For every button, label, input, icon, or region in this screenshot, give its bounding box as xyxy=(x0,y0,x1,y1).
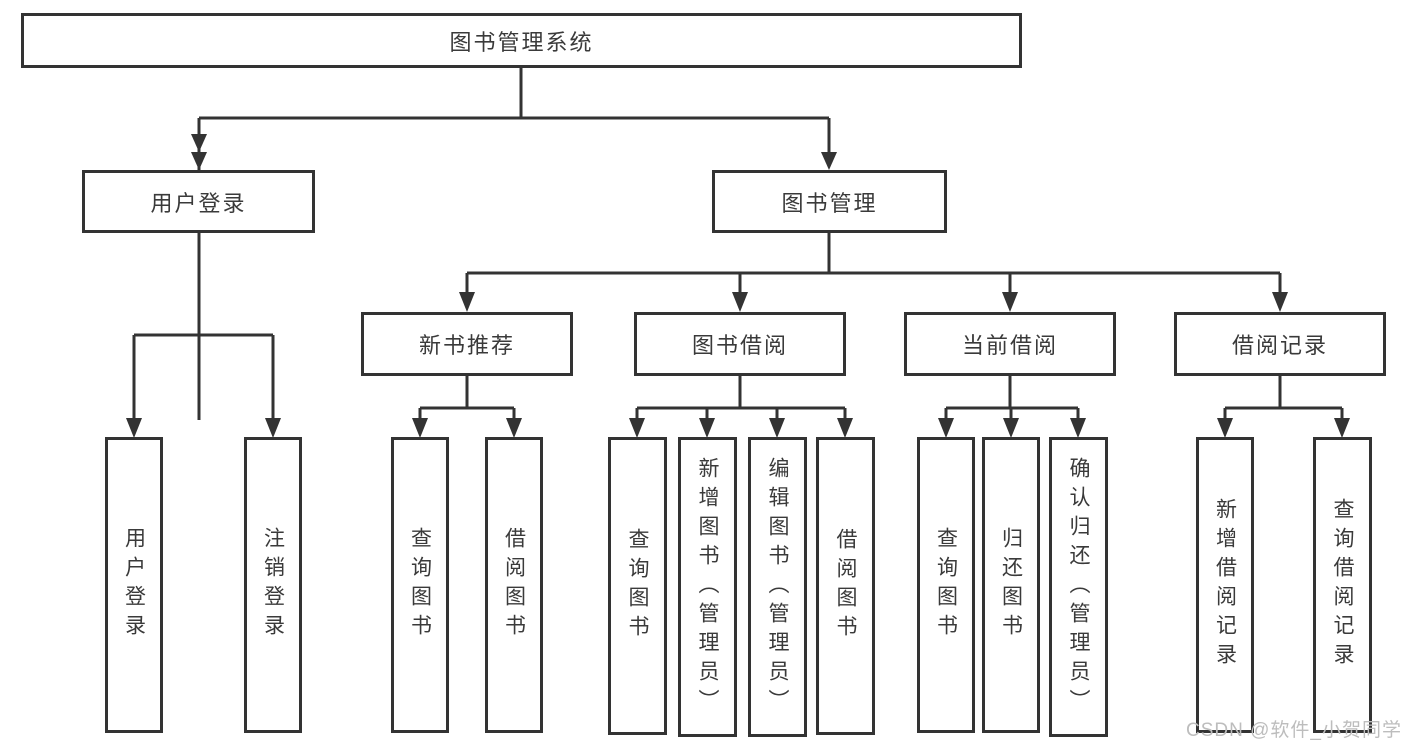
node-new-book-rec: 新书推荐 xyxy=(361,312,573,376)
arrowhead-book-mgmt xyxy=(821,152,837,170)
leaf-user-login: 用户登录 xyxy=(105,437,163,733)
leaf-cb-query-books: 查询图书 xyxy=(917,437,975,733)
node-root: 图书管理系统 xyxy=(21,13,1022,68)
arrowhead-user-login-2 xyxy=(191,152,207,170)
node-user-login: 用户登录 xyxy=(82,170,315,233)
arrowhead-borrow-records xyxy=(1272,292,1288,312)
connector-book-mgmt-to-level3 xyxy=(459,233,1288,312)
arrowhead-bb-add xyxy=(699,418,715,438)
leaf-br-add-record: 新增借阅记录 xyxy=(1196,437,1254,733)
node-book-borrow: 图书借阅 xyxy=(634,312,846,376)
node-book-mgmt: 图书管理 xyxy=(712,170,947,233)
arrowhead-br-add xyxy=(1217,418,1233,438)
connector-current-borrow-to-leaves xyxy=(938,376,1086,438)
arrowhead-cb-confirm xyxy=(1070,418,1086,438)
arrowhead-cb-return xyxy=(1003,418,1019,438)
arrowhead-nb-borrow xyxy=(506,418,522,438)
leaf-br-query-record: 查询借阅记录 xyxy=(1313,437,1372,733)
leaf-nb-borrow-books: 借阅图书 xyxy=(485,437,543,733)
arrowhead-cb-query xyxy=(938,418,954,438)
arrowhead-leaf-logout xyxy=(265,418,281,438)
leaf-bb-add-books-admin: 新增图书（管理员） xyxy=(678,437,737,737)
arrowhead-bb-query xyxy=(629,418,645,438)
arrowhead-user-login xyxy=(191,134,207,152)
connector-user-login-to-leaves xyxy=(126,233,281,438)
arrowhead-br-query xyxy=(1334,418,1350,438)
leaf-bb-edit-books-admin: 编辑图书（管理员） xyxy=(748,437,807,737)
leaf-cb-confirm-return-admin: 确认归还（管理员） xyxy=(1049,437,1108,737)
arrowhead-bb-edit xyxy=(769,418,785,438)
leaf-bb-borrow-books: 借阅图书 xyxy=(816,437,875,735)
arrowhead-current-borrow xyxy=(1002,292,1018,312)
node-borrow-records: 借阅记录 xyxy=(1174,312,1386,376)
leaf-bb-query-books: 查询图书 xyxy=(608,437,667,735)
leaf-cb-return-books: 归还图书 xyxy=(982,437,1040,733)
csdn-watermark: CSDN @软件_小贺同学 xyxy=(1186,720,1402,741)
connector-new-book-rec-to-leaves xyxy=(412,376,522,438)
leaf-logout: 注销登录 xyxy=(244,437,302,733)
arrowhead-bb-borrow xyxy=(837,418,853,438)
arrowhead-new-book-rec xyxy=(459,292,475,312)
arrowhead-book-borrow xyxy=(732,292,748,312)
arrowhead-leaf-user-login xyxy=(126,418,142,438)
leaf-nb-query-books: 查询图书 xyxy=(391,437,449,733)
node-current-borrow: 当前借阅 xyxy=(904,312,1116,376)
connector-borrow-records-to-leaves xyxy=(1217,376,1350,438)
arrowhead-nb-query xyxy=(412,418,428,438)
connector-book-borrow-to-leaves xyxy=(629,376,853,438)
